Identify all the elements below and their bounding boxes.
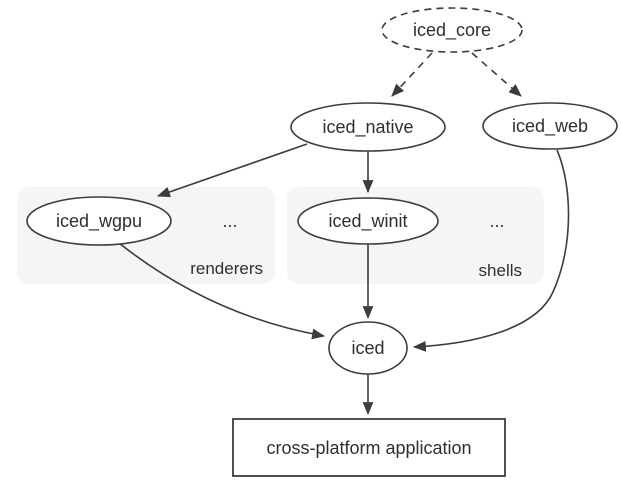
iced_native-ellipse — [290, 102, 446, 152]
node-iced: iced — [328, 321, 408, 375]
edge-iced_wgpu-iced-arrow — [118, 242, 326, 340]
renderers-group-label: renderers — [190, 259, 263, 278]
iced_web-ellipse — [482, 102, 618, 150]
shells-group-label: shells — [479, 261, 522, 280]
iced_web-label: iced_web — [512, 116, 588, 137]
application-rect — [232, 418, 506, 477]
node-iced_core: iced_core — [381, 7, 523, 53]
iced_core-ellipse — [381, 7, 523, 53]
node-iced_web: iced_web — [482, 102, 618, 150]
shells-ellipsis: ... — [489, 211, 504, 231]
edge-iced_web-iced-arrow — [412, 149, 570, 352]
iced_winit-label: iced_winit — [328, 211, 407, 232]
iced_native-label: iced_native — [322, 117, 413, 138]
node-iced_native: iced_native — [290, 102, 446, 152]
edge-iced_native-iced_wgpu-arrow — [156, 143, 308, 198]
iced-ellipse — [328, 321, 408, 375]
node-iced_winit: iced_winit — [297, 197, 439, 245]
application-label: cross-platform application — [266, 438, 471, 458]
renderers-ellipsis: ... — [222, 211, 237, 231]
node-iced_wgpu: iced_wgpu — [26, 196, 172, 246]
iced_wgpu-ellipse — [26, 196, 172, 246]
iced_wgpu-label: iced_wgpu — [56, 211, 142, 232]
iced_winit-ellipse — [297, 197, 439, 245]
edge-iced_core-iced_web-arrow — [471, 52, 522, 97]
iced-label: iced — [351, 338, 384, 358]
edge-iced_core-iced_native-arrow — [391, 52, 433, 97]
node-application: cross-platform application — [232, 418, 506, 477]
iced_core-label: iced_core — [413, 20, 491, 41]
